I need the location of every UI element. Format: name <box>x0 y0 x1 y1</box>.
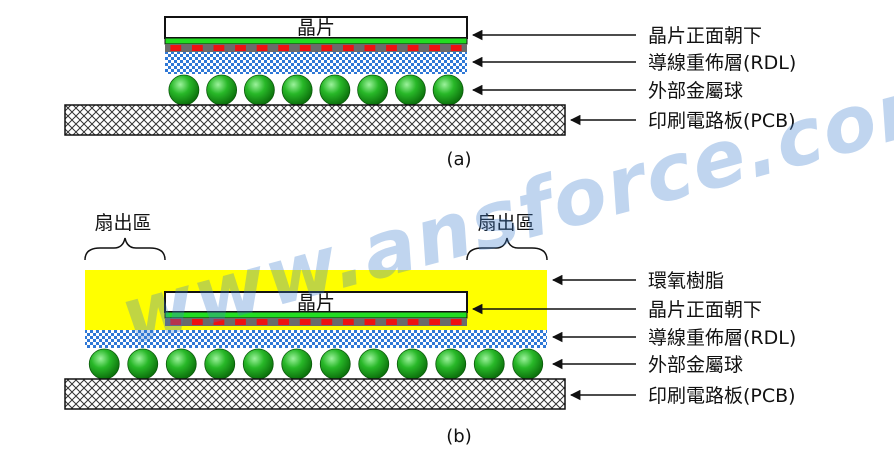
solder-ball <box>281 74 313 106</box>
pad <box>342 45 354 51</box>
solder-ball <box>168 74 200 106</box>
pad <box>191 45 203 51</box>
fanout-label-left: 扇出區 <box>94 212 151 234</box>
solder-ball <box>242 348 274 380</box>
pad <box>450 319 462 325</box>
label-pcb-b: 印刷電路板(PCB) <box>648 385 796 407</box>
caption-b: (b) <box>446 426 471 447</box>
pad <box>235 319 246 325</box>
label-epoxy-b: 環氧樹脂 <box>648 270 724 292</box>
solder-ball <box>243 74 275 106</box>
chip-a-active-layer <box>164 37 468 45</box>
pad <box>299 319 311 325</box>
pad <box>407 45 419 51</box>
solder-ball <box>319 348 351 380</box>
pad <box>386 45 397 51</box>
label-chip-face-down-a: 晶片正面朝下 <box>648 25 762 47</box>
label-balls-a: 外部金屬球 <box>648 80 743 102</box>
pad <box>191 319 203 325</box>
pad <box>170 45 182 51</box>
pad <box>278 45 290 51</box>
pcb-a <box>64 104 566 136</box>
pad <box>321 45 333 51</box>
diagram-a: 晶片 晶片正面朝下 導線重佈層(RDL) 外部金屬球 印刷電路板(PCB) (a… <box>64 16 796 170</box>
pad <box>278 319 290 325</box>
solder-ball <box>394 74 426 106</box>
label-rdl-a: 導線重佈層(RDL) <box>648 52 796 74</box>
pad <box>429 319 441 325</box>
pcb-b <box>64 378 566 410</box>
solder-ball <box>358 348 390 380</box>
pad <box>213 45 225 51</box>
fanout-brace-left <box>84 237 166 261</box>
pad <box>386 319 397 325</box>
chip-b-text: 晶片 <box>297 292 335 314</box>
pad <box>299 45 311 51</box>
solder-ball <box>512 348 544 380</box>
solder-ball <box>281 348 313 380</box>
pad-strip-a <box>165 44 467 52</box>
pad <box>235 45 246 51</box>
balls-b <box>88 348 544 380</box>
solder-ball <box>357 74 389 106</box>
solder-ball <box>204 348 236 380</box>
pad <box>429 45 441 51</box>
pad <box>256 319 268 325</box>
label-balls-b: 外部金屬球 <box>648 354 743 376</box>
pad <box>213 319 225 325</box>
solder-ball <box>206 74 238 106</box>
solder-ball <box>432 74 464 106</box>
pads-a <box>170 45 462 51</box>
pad <box>256 45 268 51</box>
solder-ball <box>88 348 120 380</box>
pads-b <box>170 319 462 325</box>
pad <box>170 319 182 325</box>
label-rdl-b: 導線重佈層(RDL) <box>648 327 796 349</box>
diagram-b: 扇出區 扇出區 晶片 環氧樹脂 晶片正面朝下 導線重佈層(RDL) 外部金屬球 … <box>64 212 796 447</box>
pad <box>407 319 419 325</box>
chip-a-text: 晶片 <box>297 17 335 39</box>
pad <box>321 319 333 325</box>
solder-ball <box>396 348 428 380</box>
rdl-b <box>85 330 547 348</box>
solder-ball <box>435 348 467 380</box>
pad-strip-b <box>165 318 467 326</box>
pad <box>364 45 376 51</box>
solder-ball <box>319 74 351 106</box>
label-pcb-a: 印刷電路板(PCB) <box>648 110 796 132</box>
pad <box>450 45 462 51</box>
pad <box>342 319 354 325</box>
rdl-a <box>165 52 467 74</box>
pad <box>364 319 376 325</box>
balls-a <box>168 74 464 106</box>
fanout-label-right: 扇出區 <box>477 212 534 234</box>
fanout-brace-right <box>466 237 548 261</box>
caption-a: (a) <box>446 149 471 170</box>
solder-ball <box>473 348 505 380</box>
label-chip-face-down-b: 晶片正面朝下 <box>648 299 762 321</box>
